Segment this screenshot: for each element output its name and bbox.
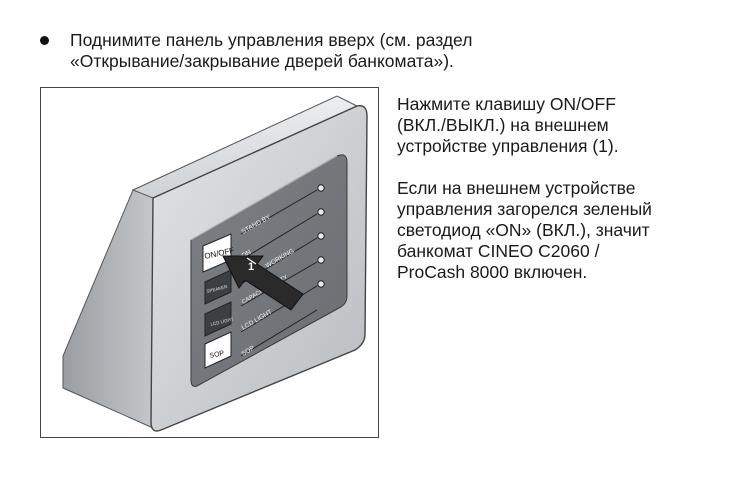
intro-text: Поднимите панель управления вверх (см. р…: [70, 30, 698, 72]
instruction-led-check: Если на внешнем устройстве управления за…: [397, 178, 717, 283]
instruction-line: управления загорелся зеленый: [397, 199, 652, 219]
callout-number: 1: [248, 261, 254, 273]
intro-bullet: Поднимите панель управления вверх (см. р…: [38, 30, 698, 72]
lcd-light-button-label: LCD LIGHT: [210, 316, 234, 327]
intro-line: Поднимите панель управления вверх (см. р…: [70, 30, 473, 50]
sop-button: SOP: [204, 331, 232, 369]
lcd-light-button: LCD LIGHT: [204, 301, 234, 337]
speaker-button: SPEAKER: [204, 269, 232, 305]
instruction-line: Если на внешнем устройстве: [397, 178, 636, 198]
control-panel-illustration: ON/OFF SPEAKER LCD LIGHT SOP STAND BY ON: [62, 95, 368, 432]
instruction-line: ProCash 8000 включен.: [397, 262, 588, 282]
instruction-press-button: Нажмите клавишу ON/OFF (ВКЛ./ВЫКЛ.) на в…: [397, 94, 717, 157]
instruction-line: устройстве управления (1).: [397, 136, 619, 156]
bullet-icon: [40, 36, 49, 45]
control-panel-figure: ON/OFF SPEAKER LCD LIGHT SOP STAND BY ON: [40, 87, 379, 438]
instruction-line: Нажмите клавишу ON/OFF: [397, 94, 616, 114]
instruction-line: банкомат CINEO C2060 /: [397, 241, 600, 261]
led-on: ON: [241, 208, 325, 261]
speaker-label: SPEAKER: [206, 284, 229, 294]
intro-line: «Открывание/закрывание дверей банкомата»…: [70, 51, 454, 71]
led-label: ON: [241, 249, 253, 260]
instruction-line: светодиод «ON» (ВКЛ.), значит: [397, 220, 650, 240]
sop-button-label: SOP: [209, 350, 225, 360]
arrow-icon: 1: [222, 255, 304, 311]
instruction-line: (ВКЛ./ВЫКЛ.) на внешнем: [397, 115, 609, 135]
instructions: Нажмите клавишу ON/OFF (ВКЛ./ВЫКЛ.) на в…: [397, 94, 717, 304]
